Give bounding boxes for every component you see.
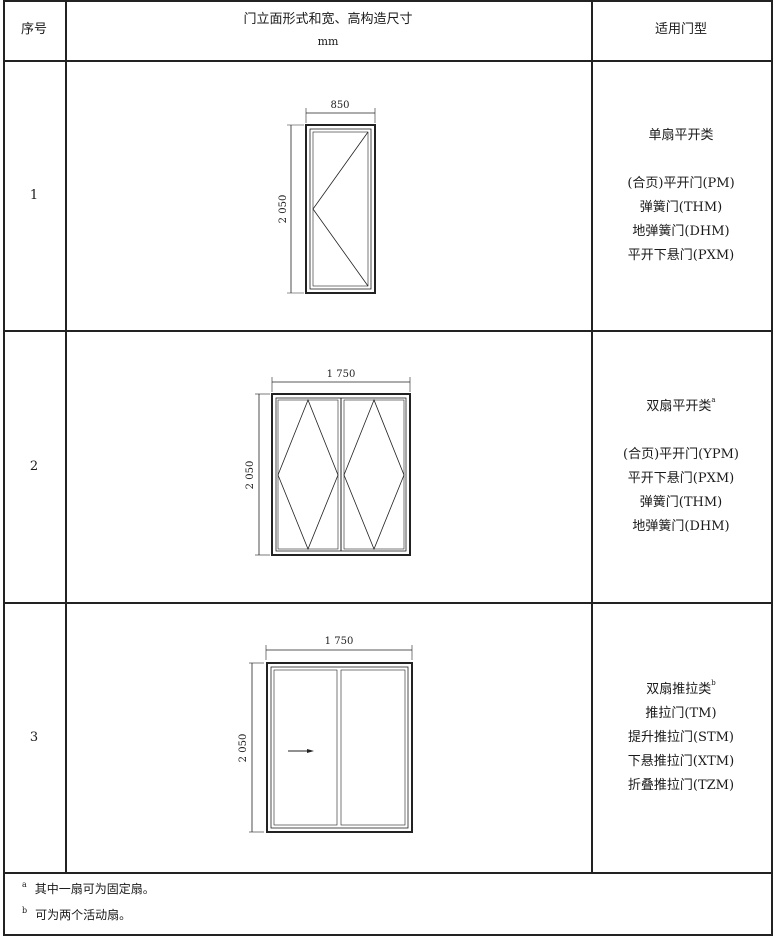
header-drawing-label: 门立面形式和宽、高构造尺寸 xyxy=(243,12,413,27)
row-number: 2 xyxy=(29,458,39,474)
category-label: 单扇平开类 xyxy=(648,128,714,143)
category-label: 双扇平开类 xyxy=(646,398,712,414)
row-divider xyxy=(3,330,773,332)
height-dimension-label: 2 050 xyxy=(238,734,249,763)
door-type: 地弹簧门(DHM) xyxy=(632,518,730,534)
table-border-right xyxy=(771,0,773,936)
header-types: 适用门型 xyxy=(591,0,771,60)
row-1-no: 1 xyxy=(3,62,65,330)
row-2-no: 2 xyxy=(3,331,65,602)
footnote-mark: a xyxy=(22,880,27,889)
door-type: 弹簧门(THM) xyxy=(639,200,723,215)
table-border-bottom xyxy=(3,934,773,936)
door-type: 平开下悬门(PXM) xyxy=(627,470,735,486)
footnote-text: 其中一扇可为固定扇。 xyxy=(34,882,155,896)
column-divider xyxy=(591,0,593,872)
row-divider xyxy=(3,60,773,62)
opening-direction-lines xyxy=(277,398,339,551)
opening-direction-lines xyxy=(312,131,369,287)
footnote-b: b 可为两个活动扇。 xyxy=(22,906,131,923)
footnote-text: 可为两个活动扇。 xyxy=(35,908,132,922)
door-type: (合页)平开门(YPM) xyxy=(623,446,739,462)
opening-direction-lines xyxy=(343,398,405,551)
door-type: 平开下悬门(PXM) xyxy=(627,248,735,263)
footnote-mark: b xyxy=(22,906,28,915)
footnote-mark: a xyxy=(711,395,716,404)
height-dimension-label: 2 050 xyxy=(278,195,289,224)
table-border-left xyxy=(3,0,5,936)
height-dimension-label: 2 050 xyxy=(245,461,256,490)
footnote-mark: b xyxy=(711,678,716,687)
width-dimension-label: 1 750 xyxy=(325,636,354,647)
row-divider xyxy=(3,872,773,874)
row-3-no: 3 xyxy=(3,603,65,872)
header-unit-label: mm xyxy=(317,35,339,48)
row-divider xyxy=(3,602,773,604)
category-title: 双扇推拉类b xyxy=(646,678,716,702)
row-number: 3 xyxy=(29,729,39,745)
width-dimension-label: 850 xyxy=(330,100,349,111)
single-swing-door-drawing: 850 2 050 xyxy=(278,100,376,294)
header-drawing: 门立面形式和宽、高构造尺寸 mm xyxy=(65,6,591,56)
category-title: 单扇平开类 xyxy=(648,124,713,148)
width-dimension-label: 1 750 xyxy=(327,369,356,380)
double-swing-door-drawing: 1 750 2 050 xyxy=(245,369,411,556)
header-types-label: 适用门型 xyxy=(654,22,707,37)
header-no: 序号 xyxy=(3,0,65,60)
door-type: 提升推拉门(STM) xyxy=(627,729,735,745)
row-1-types: 单扇平开类 (合页)平开门(PM) 弹簧门(THM) 地弹簧门(DHM) 平开下… xyxy=(591,62,771,330)
door-type: 地弹簧门(DHM) xyxy=(632,224,730,239)
category-title: 双扇平开类a xyxy=(646,395,715,419)
column-divider xyxy=(65,0,67,872)
door-type: 折叠推拉门(TZM) xyxy=(627,777,735,793)
door-type: 弹簧门(THM) xyxy=(639,494,723,510)
row-divider xyxy=(3,0,773,2)
row-2-types: 双扇平开类a (合页)平开门(YPM) 平开下悬门(PXM) 弹簧门(THM) … xyxy=(591,331,771,602)
double-sliding-door-drawing: 1 750 2 050 xyxy=(238,636,413,833)
door-frame xyxy=(266,662,413,833)
row-number: 1 xyxy=(29,188,39,203)
category-label: 双扇推拉类 xyxy=(646,681,712,697)
row-3-types: 双扇推拉类b 推拉门(TM) 提升推拉门(STM) 下悬推拉门(XTM) 折叠推… xyxy=(591,603,771,872)
footnote-a: a 其中一扇可为固定扇。 xyxy=(22,880,155,897)
door-type: (合页)平开门(PM) xyxy=(627,176,735,191)
door-frame xyxy=(271,393,411,556)
door-type: 推拉门(TM) xyxy=(645,705,717,721)
header-no-label: 序号 xyxy=(20,22,47,37)
door-type: 下悬推拉门(XTM) xyxy=(627,753,735,769)
door-frame xyxy=(305,124,376,294)
